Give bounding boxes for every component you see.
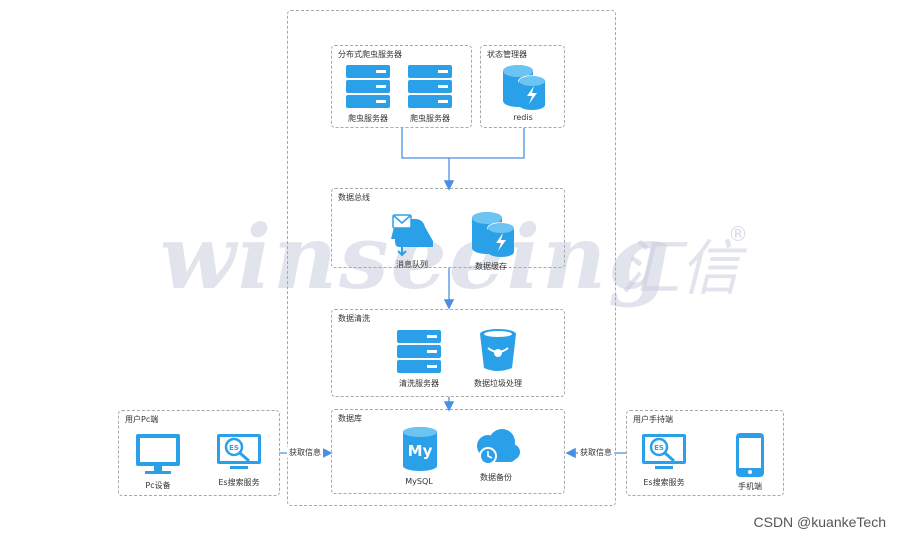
message-queue-icon	[391, 214, 433, 257]
crawler-group-title: 分布式爬虫服务器	[338, 50, 402, 59]
data-cache-label: 数据缓存	[475, 262, 507, 271]
source-credit: CSDN @kuankeTech	[753, 514, 887, 530]
es-logo-text: ES	[654, 444, 664, 452]
user-pc-group: 用户Pc端	[118, 410, 280, 496]
crawler-group: 分布式爬虫服务器	[331, 45, 472, 128]
data-backup-label: 数据备份	[480, 473, 512, 482]
pc-device-label: Pc设备	[145, 481, 171, 490]
mysql-icon: My	[403, 427, 437, 471]
state-manager-group: 状态管理器	[480, 45, 565, 128]
es-search-icon: ES	[642, 434, 686, 469]
mysql-label: MySQL	[405, 477, 433, 486]
crawler-server-label: 爬虫服务器	[410, 114, 450, 123]
mysql-logo-text: My	[408, 442, 433, 460]
es-search-icon: ES	[217, 434, 261, 469]
mobile-label: 手机端	[738, 482, 762, 491]
es-search-label: Es搜索服务	[643, 478, 685, 487]
state-manager-title: 状态管理器	[487, 50, 527, 59]
database-title: 数据库	[338, 414, 362, 423]
data-cache-icon	[472, 212, 515, 257]
data-bus-group: 数据总线	[331, 188, 565, 268]
server-icon	[408, 65, 452, 108]
registered-mark: ®	[728, 222, 748, 246]
monitor-icon	[136, 434, 180, 474]
es-logo-text: ES	[229, 444, 239, 452]
redis-label: redis	[513, 113, 533, 122]
user-mobile-group: 用户手持端	[626, 410, 784, 496]
user-pc-title: 用户Pc端	[125, 415, 159, 424]
user-mobile-title: 用户手持端	[633, 415, 673, 424]
trash-bucket-icon	[480, 329, 516, 371]
redis-cache-icon	[503, 65, 546, 110]
database-group: 数据库	[331, 409, 565, 494]
fetch-info-label-right: 获取信息	[578, 447, 614, 458]
watermark-cn: 汇信	[620, 234, 740, 304]
garbage-processing-label: 数据垃圾处理	[474, 379, 522, 388]
clean-server-label: 清洗服务器	[399, 379, 439, 388]
message-queue-label: 消息队列	[396, 260, 428, 269]
data-cleaning-title: 数据清洗	[338, 314, 370, 323]
server-icon	[346, 65, 390, 108]
system-frame	[287, 10, 616, 506]
mobile-phone-icon	[736, 433, 764, 477]
server-icon	[397, 330, 441, 373]
fetch-info-label-left: 获取信息	[287, 447, 323, 458]
data-bus-title: 数据总线	[338, 193, 370, 202]
cloud-backup-icon	[477, 429, 520, 465]
crawler-server-label: 爬虫服务器	[348, 114, 388, 123]
data-cleaning-group: 数据清洗	[331, 309, 565, 397]
es-search-label: Es搜索服务	[218, 478, 260, 487]
